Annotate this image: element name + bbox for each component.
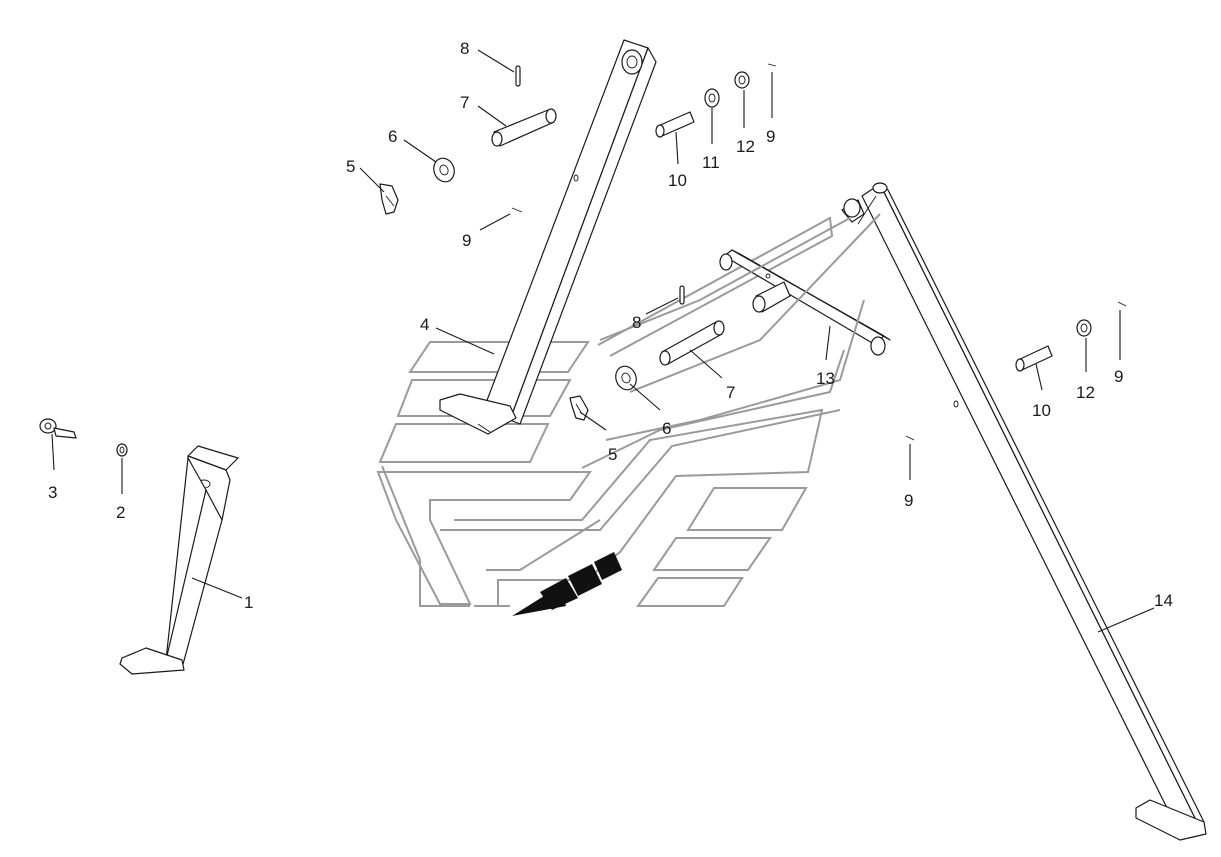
callout-11: 11 bbox=[702, 153, 720, 172]
part-5-clip-lower bbox=[569, 395, 589, 421]
callout-1: 1 bbox=[244, 593, 253, 612]
part-9-pin-b bbox=[767, 63, 777, 67]
callout-9-top: 9 bbox=[766, 127, 775, 146]
leader-lines bbox=[51, 49, 1155, 633]
part-8-split-pin-lower bbox=[679, 285, 685, 305]
part-6-washer-lower bbox=[615, 365, 637, 391]
part-12-washer-right bbox=[1076, 319, 1092, 337]
part-8-split-pin-upper bbox=[515, 65, 521, 87]
part-10-pin-right bbox=[1015, 345, 1053, 372]
watermark-logo bbox=[376, 216, 841, 616]
part-9-pin-c bbox=[905, 435, 915, 441]
part-9-pin-a bbox=[511, 207, 523, 213]
callout-4: 4 bbox=[420, 315, 429, 334]
part-6-washer-upper bbox=[433, 157, 455, 183]
part-9-pin-d bbox=[1117, 301, 1127, 307]
part-10-pin-upper bbox=[655, 111, 695, 138]
part-14-long-leg bbox=[841, 182, 1207, 841]
part-1-foot-bracket bbox=[119, 445, 239, 675]
callout-labels: 1 2 3 4 5 5 6 6 7 7 8 8 9 9 9 9 10 10 11… bbox=[48, 39, 1173, 612]
callout-10-right: 10 bbox=[1032, 401, 1051, 420]
callout-7-lower: 7 bbox=[726, 383, 735, 402]
callout-14: 14 bbox=[1154, 591, 1173, 610]
callout-6-lower: 6 bbox=[662, 419, 671, 438]
part-7-pin-upper bbox=[491, 108, 557, 147]
callout-13: 13 bbox=[816, 369, 835, 388]
callout-9-right: 9 bbox=[1114, 367, 1123, 386]
callout-7-upper: 7 bbox=[460, 93, 469, 112]
callout-9-left: 9 bbox=[462, 231, 471, 250]
part-13-cross-bar bbox=[719, 249, 891, 356]
callout-8-upper: 8 bbox=[460, 39, 469, 58]
part-11-washer bbox=[704, 88, 720, 108]
part-3-eye-bolt bbox=[39, 418, 77, 439]
callout-6-upper: 6 bbox=[388, 127, 397, 146]
part-2-washer bbox=[116, 443, 128, 457]
callout-3: 3 bbox=[48, 483, 57, 502]
callout-5-lower: 5 bbox=[608, 445, 617, 464]
part-5-clip-upper bbox=[379, 183, 399, 215]
callout-5-upper: 5 bbox=[346, 157, 355, 176]
callout-8-lower: 8 bbox=[632, 313, 641, 332]
callout-10-upper: 10 bbox=[668, 171, 687, 190]
watermark-guides bbox=[581, 213, 881, 469]
part-12-washer-upper bbox=[734, 71, 750, 89]
callout-9-middle: 9 bbox=[904, 491, 913, 510]
part-7-pin-lower bbox=[659, 320, 725, 366]
part-4-leg bbox=[439, 39, 657, 435]
callout-12-right: 12 bbox=[1076, 383, 1095, 402]
callout-2: 2 bbox=[116, 503, 125, 522]
callout-12-upper: 12 bbox=[736, 137, 755, 156]
